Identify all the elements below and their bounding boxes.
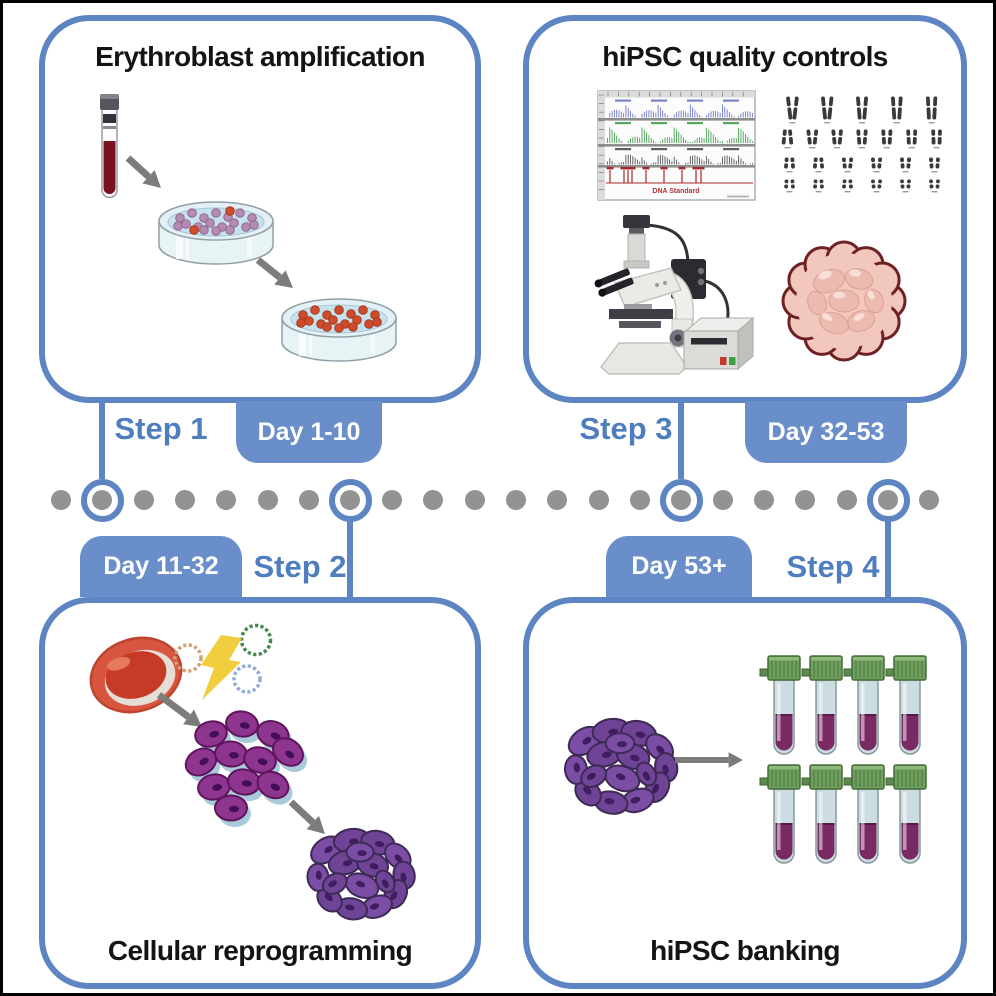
erythroblast-amplification-illustration bbox=[100, 94, 397, 362]
timeline-ring bbox=[659, 478, 703, 522]
panel-title-erythroblast-amplification: Erythroblast amplification bbox=[95, 41, 425, 72]
cryovial-icon bbox=[801, 764, 843, 864]
hipsc-colony-pink-icon bbox=[781, 240, 907, 362]
timeline-dot bbox=[836, 490, 857, 510]
step-3-label: Step 3 bbox=[579, 411, 673, 446]
str-profile-chart: DNA Standard bbox=[597, 90, 756, 201]
lightning-bolt-icon bbox=[201, 635, 242, 700]
karyotype-image bbox=[781, 96, 942, 193]
panel-title-hipsc-banking: hiPSC banking bbox=[650, 935, 840, 966]
microscope-icon bbox=[594, 215, 755, 375]
cryovial-icon bbox=[843, 655, 885, 755]
step-1-label: Step 1 bbox=[114, 411, 208, 446]
red-blood-cell-icon bbox=[89, 636, 183, 714]
panel-hipsc-quality-controls: DNA Standard hiPSC quality controls bbox=[523, 15, 967, 403]
petri-dish-icon bbox=[158, 201, 274, 265]
tab-day-1-10: Day 1-10 bbox=[236, 401, 382, 463]
dna-standard-caption: DNA Standard bbox=[652, 188, 699, 195]
timeline-dot bbox=[257, 490, 278, 510]
timeline-dot bbox=[423, 490, 444, 510]
timeline-dot bbox=[753, 490, 774, 510]
tab-day-32-53: Day 32-53 bbox=[745, 401, 907, 463]
plasmid-icon bbox=[239, 623, 273, 657]
panel-erythroblast-amplification: Erythroblast amplification bbox=[39, 15, 481, 403]
hipsc-quality-controls-illustration: DNA Standard bbox=[594, 90, 942, 375]
arrow-icon bbox=[288, 799, 325, 834]
timeline-ring bbox=[80, 478, 124, 522]
timeline-ring bbox=[328, 478, 372, 522]
cellular-reprogramming-illustration bbox=[89, 623, 416, 921]
cryovial-icon bbox=[885, 764, 927, 864]
step-4-label: Step 4 bbox=[786, 549, 880, 584]
tab-day-11-32: Day 11-32 bbox=[80, 536, 242, 597]
petri-dish-icon bbox=[281, 298, 397, 362]
panel-hipsc-banking: hiPSC banking bbox=[523, 597, 967, 989]
timeline-dot bbox=[133, 490, 154, 510]
blood-tube-icon bbox=[100, 94, 119, 199]
timeline-dot bbox=[51, 490, 71, 510]
arrow-icon bbox=[156, 692, 202, 727]
arrow-icon bbox=[255, 257, 293, 288]
timeline-ring bbox=[866, 478, 910, 522]
timeline-dot bbox=[712, 490, 733, 510]
timeline-dot bbox=[299, 490, 320, 510]
hipsc-colony-icon bbox=[563, 717, 679, 815]
connector-line bbox=[99, 401, 106, 479]
arrow-icon bbox=[125, 155, 161, 188]
hipsc-colony-icon bbox=[306, 827, 416, 921]
timeline-dot bbox=[547, 490, 568, 510]
connector-line bbox=[678, 401, 685, 479]
step-2-label: Step 2 bbox=[253, 549, 347, 584]
timeline-dot bbox=[381, 490, 402, 510]
timeline-dot bbox=[629, 490, 650, 510]
cryovial-icon bbox=[843, 764, 885, 864]
panel-cellular-reprogramming: Cellular reprogramming bbox=[39, 597, 481, 989]
timeline-dot bbox=[175, 490, 196, 510]
cryovial-icon bbox=[885, 655, 927, 755]
timeline-dot bbox=[216, 490, 237, 510]
cryovial-icon bbox=[801, 655, 843, 755]
timeline-dot bbox=[464, 490, 485, 510]
timeline-dot bbox=[919, 490, 940, 510]
panel-title-hipsc-quality-controls: hiPSC quality controls bbox=[602, 41, 888, 72]
timeline-dot bbox=[588, 490, 609, 510]
reprogrammed-cell-cluster bbox=[184, 710, 308, 827]
cryovial-icon bbox=[759, 764, 801, 864]
plasmid-icon bbox=[232, 664, 262, 694]
panel-title-cellular-reprogramming: Cellular reprogramming bbox=[107, 935, 413, 966]
hipsc-banking-illustration bbox=[563, 655, 927, 864]
plasmid-icon bbox=[173, 643, 203, 673]
cryovial-icon bbox=[759, 655, 801, 755]
connector-line bbox=[885, 521, 891, 598]
timeline-dot bbox=[505, 490, 526, 510]
arrow-icon bbox=[675, 752, 743, 768]
connector-line bbox=[347, 521, 354, 598]
timeline-dot bbox=[795, 490, 816, 510]
tab-day-53-plus: Day 53+ bbox=[606, 536, 752, 597]
